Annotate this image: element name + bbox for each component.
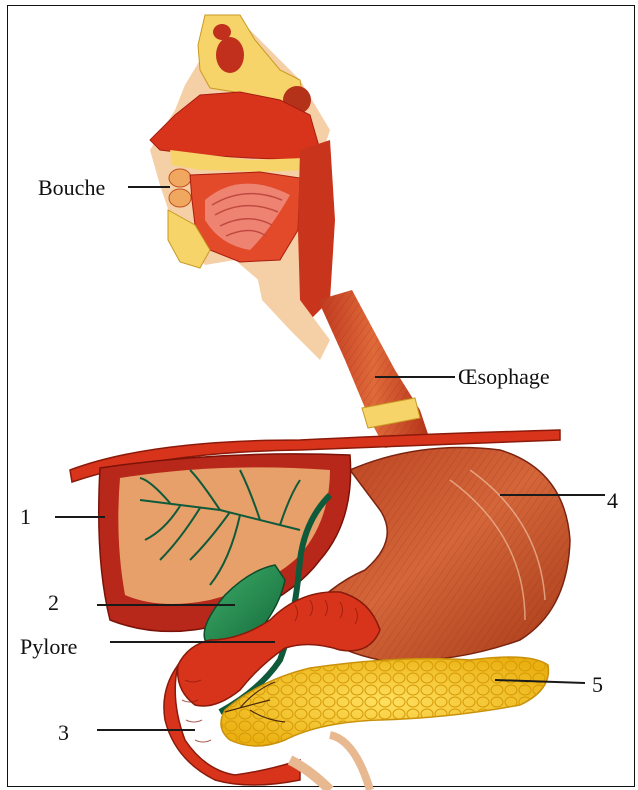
label-4: 4 <box>607 488 618 513</box>
label-pylore: Pylore <box>20 634 77 659</box>
label-2: 2 <box>48 590 59 615</box>
label-bouche: Bouche <box>38 175 105 200</box>
label-1: 1 <box>20 504 31 529</box>
label-oesophage: Œsophage <box>458 364 550 389</box>
blood-vessel <box>330 735 370 790</box>
label-3: 3 <box>58 720 69 745</box>
head-cross-section <box>150 15 335 360</box>
label-5: 5 <box>592 672 603 697</box>
esophagus <box>318 290 430 448</box>
